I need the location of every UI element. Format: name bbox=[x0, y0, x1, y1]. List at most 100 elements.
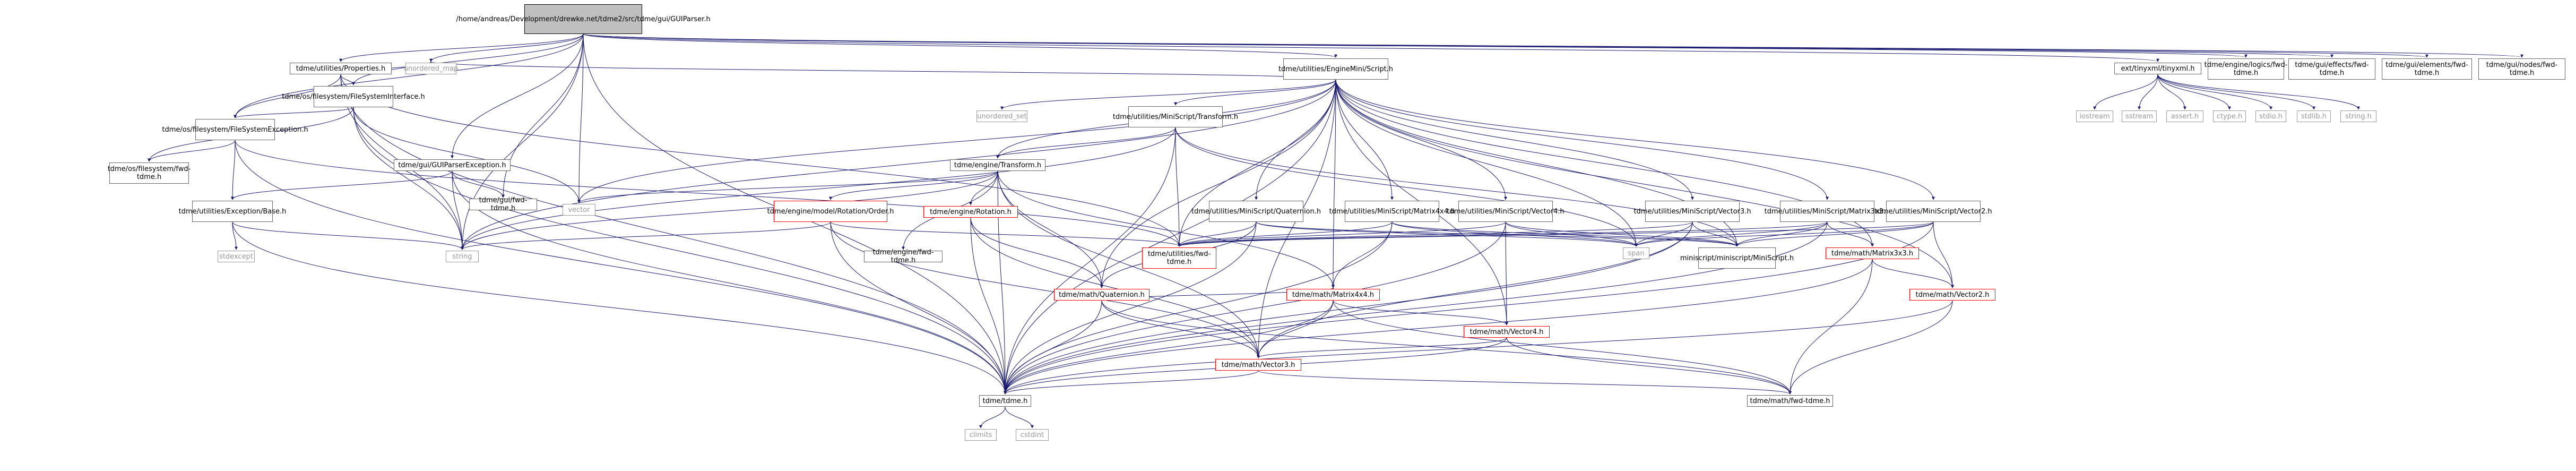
edge-rotation_order-to-utilities_fwd bbox=[830, 221, 1181, 247]
node-effects-fwd-h[interactable]: tdme/gui/effects/fwd-tdme.h bbox=[2288, 58, 2375, 80]
edge-engine_transform-to-tdme_h bbox=[997, 170, 1007, 395]
edge-engine_mini-to-ms_vector3 bbox=[1335, 79, 1694, 200]
edge-ms_matrix3x3-to-math_matrix3x3 bbox=[1827, 221, 1874, 247]
edge-math_quaternion-to-tdme_h bbox=[1004, 300, 1102, 395]
node-vector[interactable]: vector bbox=[563, 204, 595, 216]
edge-engine_mini-to-tdme_h bbox=[1004, 79, 1336, 395]
node-math-vector3-h[interactable]: tdme/math/Vector3.h bbox=[1215, 359, 1301, 371]
edge-ms_transform-to-miniscript bbox=[1175, 127, 1739, 247]
node-cstdint[interactable]: cstdint bbox=[1016, 429, 1049, 441]
edge-guiparser_exception-to-exception_base bbox=[231, 170, 453, 200]
edge-engine_mini-to-vector bbox=[577, 79, 1336, 203]
edge-engine_mini-to-ms_vector4 bbox=[1335, 79, 1507, 200]
node-stdexcept[interactable]: stdexcept bbox=[218, 251, 255, 262]
edge-engine_rotation-to-tdme_h bbox=[970, 217, 1007, 395]
node-ctype-h[interactable]: ctype.h bbox=[2213, 110, 2246, 122]
node-tdme-h[interactable]: tdme/tdme.h bbox=[979, 395, 1031, 407]
edge-properties-to-fs_interface bbox=[340, 74, 355, 85]
edge-engine_transform-to-math_quaternion bbox=[997, 170, 1103, 288]
node-ms-quaternion-h[interactable]: tdme/utilities/MiniScript/Quaternion.h bbox=[1191, 201, 1321, 222]
edge-math_matrix3x3-to-tdme_h bbox=[1004, 259, 1873, 395]
edge-math_matrix4x4-to-math_fwd bbox=[1333, 300, 1792, 395]
edge-math_quaternion-to-math_fwd bbox=[1101, 300, 1792, 395]
edge-ms_vector3-to-miniscript bbox=[1692, 221, 1739, 247]
node-string[interactable]: string bbox=[446, 251, 479, 262]
node-math-quaternion-h[interactable]: tdme/math/Quaternion.h bbox=[1054, 289, 1149, 301]
node-engine-transform-h[interactable]: tdme/engine/Transform.h bbox=[950, 159, 1045, 171]
edge-engine_mini-to-ms_vector2 bbox=[1335, 79, 1935, 200]
edge-ms_transform-to-tdme_h bbox=[1004, 127, 1176, 395]
node-utilities-fwd-h[interactable]: tdme/utilities/fwd-tdme.h bbox=[1142, 247, 1216, 269]
node-unordered-set[interactable]: unordered_set bbox=[976, 110, 1027, 122]
node-math-vector4-h[interactable]: tdme/math/Vector4.h bbox=[1464, 326, 1550, 338]
node-engine-mini-script-h[interactable]: tdme/utilities/EngineMini/Script.h bbox=[1278, 58, 1393, 80]
edge-fs_interface-to-fs_exception bbox=[234, 107, 354, 118]
edge-ms_vector4-to-math_vector4 bbox=[1505, 221, 1508, 326]
node-stdlib-h[interactable]: stdlib.h bbox=[2297, 110, 2331, 122]
node-ms-vector3-h[interactable]: tdme/utilities/MiniScript/Vector3.h bbox=[1633, 201, 1751, 222]
edge-math_matrix3x3-to-math_fwd bbox=[1788, 259, 1873, 395]
edge-ms_vector4-to-tdme_h bbox=[1004, 221, 1506, 395]
edge-ms_matrix3x3-to-utilities_fwd bbox=[1178, 221, 1828, 247]
edge-ms_matrix4x4-to-utilities_fwd bbox=[1178, 221, 1393, 247]
node-logics-fwd-h[interactable]: tdme/engine/logics/fwd-tdme.h bbox=[2205, 58, 2287, 80]
edge-tinyxml-to-stdio bbox=[2157, 74, 2272, 110]
node-tinyxml-h[interactable]: ext/tinyxml/tinyxml.h bbox=[2114, 63, 2201, 74]
edge-ms_vector3-to-math_vector3 bbox=[1257, 221, 1693, 358]
edge-engine_mini-to-unordered_set bbox=[1000, 79, 1336, 110]
node-fs-exception-h[interactable]: tdme/os/filesystem/FileSystemException.h bbox=[162, 119, 308, 140]
node-engine-fwd-h[interactable]: tdme/engine/fwd-tdme.h bbox=[864, 249, 943, 264]
node-stdio-h[interactable]: stdio.h bbox=[2255, 110, 2286, 122]
edge-root-to-fs_exception bbox=[234, 33, 584, 118]
edge-ms_matrix3x3-to-tdme_h bbox=[1004, 221, 1828, 395]
node-ms-vector4-h[interactable]: tdme/utilities/MiniScript/Vector4.h bbox=[1447, 201, 1564, 222]
edge-tdme_h-to-climits bbox=[979, 406, 1006, 429]
edge-ms_vector4-to-miniscript bbox=[1505, 221, 1739, 247]
node-guiparser-h[interactable]: /home/andreas/Development/drewke.net/tdm… bbox=[456, 4, 711, 34]
node-guiparser-exception-h[interactable]: tdme/gui/GUIParserException.h bbox=[394, 159, 511, 171]
edge-engine_transform-to-math_matrix4x4 bbox=[997, 170, 1335, 288]
node-gui-fwd-h[interactable]: tdme/gui/fwd-tdme.h bbox=[469, 196, 537, 212]
node-properties-h[interactable]: tdme/utilities/Properties.h bbox=[290, 63, 392, 74]
edge-properties-to-utilities_fwd bbox=[340, 74, 1181, 247]
edge-guiparser_exception-to-tdme_h bbox=[452, 170, 1007, 395]
edge-ms_matrix3x3-to-span bbox=[1635, 221, 1828, 247]
node-math-fwd-h[interactable]: tdme/math/fwd-tdme.h bbox=[1747, 395, 1833, 407]
edge-math_vector3-to-tdme_h bbox=[1004, 370, 1259, 395]
node-elements-fwd-h[interactable]: tdme/gui/elements/fwd-tdme.h bbox=[2382, 58, 2472, 80]
edge-fs_interface-to-string bbox=[353, 107, 464, 250]
edge-tinyxml-to-assert bbox=[2157, 74, 2186, 110]
edge-math_quaternion-to-math_vector3 bbox=[1101, 300, 1260, 358]
node-ms-transform-h[interactable]: tdme/utilities/MiniScript/Transform.h bbox=[1113, 106, 1238, 127]
node-ms-vector2-h[interactable]: tdme/utilities/MiniScript/Vector2.h bbox=[1874, 201, 1992, 222]
node-engine-rotation-h[interactable]: tdme/engine/Rotation.h bbox=[923, 206, 1018, 218]
node-math-vector2-h[interactable]: tdme/math/Vector2.h bbox=[1909, 289, 1995, 301]
node-fs-fwd-h[interactable]: tdme/os/filesystem/fwd-tdme.h bbox=[108, 162, 191, 184]
node-span[interactable]: span bbox=[1623, 247, 1649, 259]
edge-tinyxml-to-string_h bbox=[2157, 74, 2360, 110]
node-climits[interactable]: climits bbox=[965, 429, 997, 441]
node-sstream[interactable]: sstream bbox=[2122, 110, 2157, 122]
node-rotation-order-h[interactable]: tdme/engine/model/Rotation/Order.h bbox=[767, 201, 894, 222]
node-iostream[interactable]: iostream bbox=[2076, 110, 2113, 122]
node-ms-matrix3x3-h[interactable]: tdme/utilities/MiniScript/Matrix3x3.h bbox=[1765, 201, 1890, 222]
edge-math_vector3-to-math_fwd bbox=[1258, 370, 1792, 395]
edge-root-to-tinyxml bbox=[583, 33, 2159, 62]
node-math-matrix3x3-h[interactable]: tdme/math/Matrix3x3.h bbox=[1826, 247, 1919, 259]
edge-root-to-gui_fwd bbox=[502, 33, 584, 198]
edge-engine_transform-to-rotation_order bbox=[829, 170, 998, 200]
node-string-h[interactable]: string.h bbox=[2340, 110, 2376, 122]
edge-fs_exception-to-exception_base bbox=[231, 140, 236, 200]
node-exception-base-h[interactable]: tdme/utilities/Exception/Base.h bbox=[179, 201, 286, 222]
node-ms-matrix4x4-h[interactable]: tdme/utilities/MiniScript/Matrix4x4.h bbox=[1329, 201, 1455, 222]
node-unordered-map[interactable]: unordered_map bbox=[404, 63, 458, 74]
node-fs-interface-h[interactable]: tdme/os/filesystem/FileSystemInterface.h bbox=[282, 86, 425, 107]
node-nodes-fwd-h[interactable]: tdme/gui/nodes/fwd-tdme.h bbox=[2478, 58, 2565, 80]
edge-ms_vector2-to-utilities_fwd bbox=[1178, 221, 1934, 247]
node-assert-h[interactable]: assert.h bbox=[2166, 110, 2203, 122]
node-miniscript-h[interactable]: miniscript/miniscript/MiniScript.h bbox=[1680, 247, 1794, 269]
node-math-matrix4x4-h[interactable]: tdme/math/Matrix4x4.h bbox=[1286, 289, 1380, 301]
edge-fs_exception-to-fs_fwd bbox=[148, 140, 236, 162]
edge-engine_transform-to-string bbox=[461, 170, 998, 250]
edge-root-to-guiparser_exception bbox=[451, 33, 584, 159]
